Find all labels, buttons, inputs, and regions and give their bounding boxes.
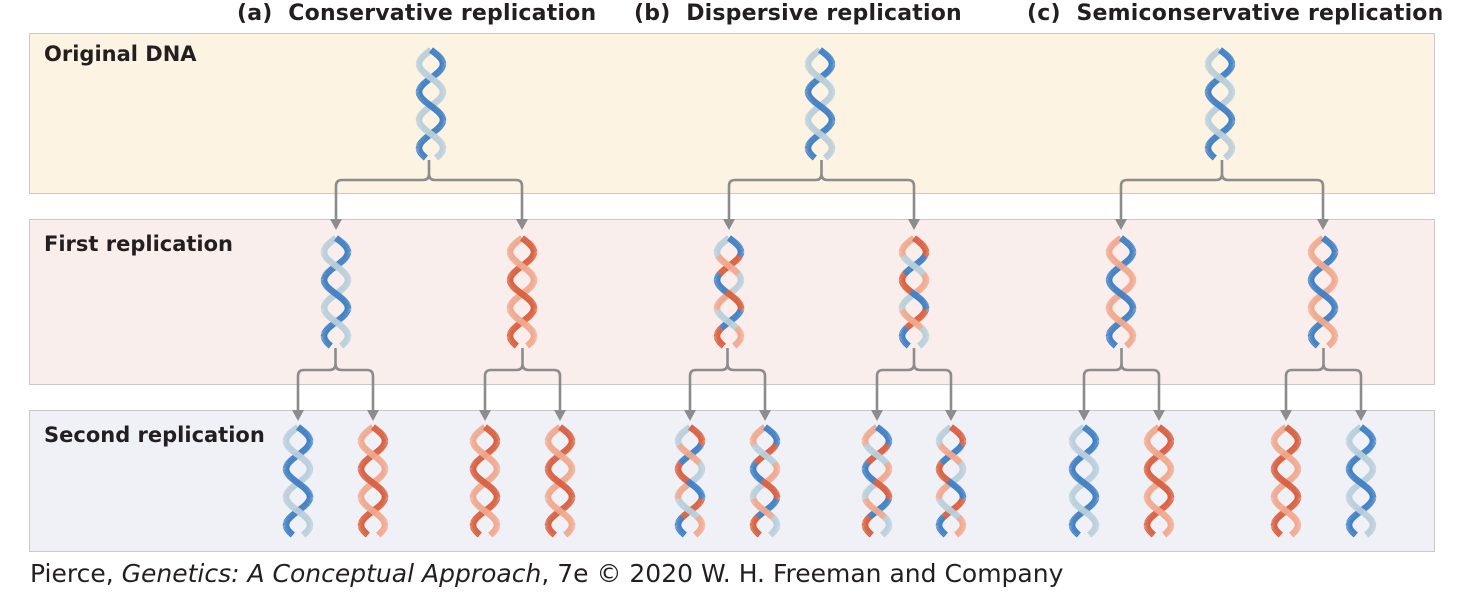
dna-helix-icon: [1345, 424, 1377, 538]
dna-helix-icon: [320, 235, 352, 349]
dna-helix-icon: [469, 424, 501, 538]
branch-arrow-icon: [723, 160, 920, 230]
dna-helix-icon: [1204, 47, 1236, 161]
dna-helix-icon: [415, 47, 447, 161]
dna-helix-icon: [357, 424, 389, 538]
column-heading: Dispersive replication: [686, 1, 962, 26]
row-label-first: First replication: [44, 232, 234, 256]
branch-arrow-icon: [1115, 160, 1329, 230]
dna-helix-icon: [544, 424, 576, 538]
figure-credit: Pierce, Genetics: A Conceptual Approach,…: [30, 559, 1063, 588]
dna-helix-icon: [282, 424, 314, 538]
dna-helix-icon: [804, 47, 836, 161]
dna-helix-icon: [1307, 235, 1339, 349]
column-title-conservative: (a) Conservative replication: [237, 0, 596, 28]
dna-helix-icon: [674, 424, 706, 538]
column-heading: Conservative replication: [288, 1, 597, 26]
column-letter: (c): [1027, 1, 1061, 26]
column-letter: (b): [634, 1, 671, 26]
row-label-original: Original DNA: [44, 42, 197, 66]
branch-arrow-icon: [871, 348, 957, 421]
row-label-second: Second replication: [44, 423, 265, 447]
row-band-second-replication: [29, 410, 1435, 552]
column-letter: (a): [237, 1, 273, 26]
branch-arrow-icon: [330, 160, 528, 230]
dna-helix-icon: [1143, 424, 1175, 538]
dna-helix-icon: [749, 424, 781, 538]
credit-details: , 7e © 2020 W. H. Freeman and Company: [541, 559, 1064, 588]
column-heading: Semiconservative replication: [1076, 1, 1444, 26]
branch-arrow-icon: [292, 348, 379, 421]
row-band-original: [29, 33, 1435, 194]
dna-helix-icon: [1105, 235, 1137, 349]
dna-helix-icon: [935, 424, 967, 538]
branch-arrow-icon: [1280, 348, 1367, 421]
dna-helix-icon: [1068, 424, 1100, 538]
branch-arrow-icon: [684, 348, 771, 421]
branch-arrow-icon: [479, 348, 566, 421]
dna-helix-icon: [713, 235, 745, 349]
credit-book-title: Genetics: A Conceptual Approach: [121, 559, 542, 588]
credit-author: Pierce,: [30, 559, 122, 588]
dna-helix-icon: [861, 424, 893, 538]
branch-arrow-icon: [1078, 348, 1165, 421]
column-title-semiconservative: (c) Semiconservative replication: [1027, 0, 1443, 28]
row-band-first-replication: [29, 219, 1435, 385]
column-title-dispersive: (b) Dispersive replication: [634, 0, 962, 28]
dna-helix-icon: [1270, 424, 1302, 538]
dna-helix-icon: [506, 235, 538, 349]
dna-helix-icon: [898, 235, 930, 349]
